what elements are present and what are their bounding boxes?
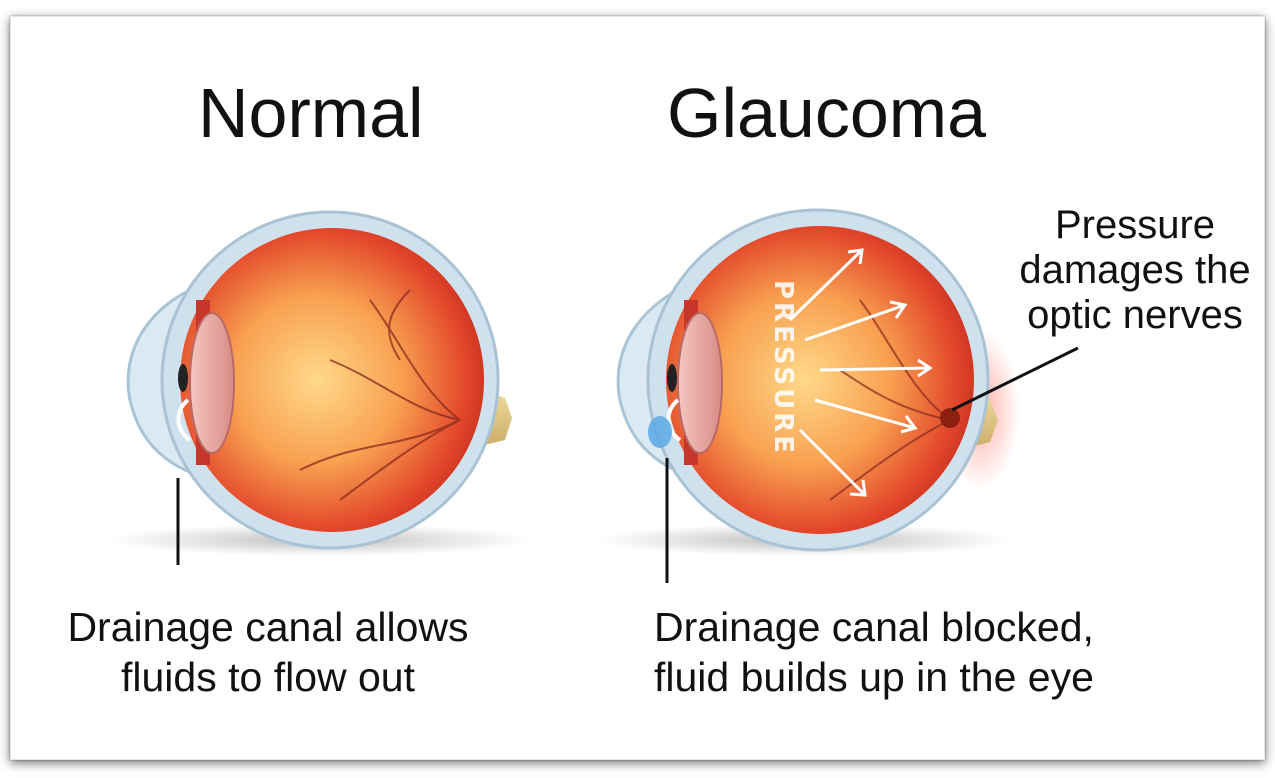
normal-caption-line-1: Drainage canal allows bbox=[28, 602, 508, 652]
pressure-note-line-2: damages the bbox=[1000, 248, 1270, 293]
normal-title: Normal bbox=[198, 78, 424, 148]
drainage-blockage bbox=[648, 416, 672, 448]
pressure-note: Pressure damages the optic nerves bbox=[1000, 203, 1270, 338]
normal-lens bbox=[190, 313, 234, 453]
glaucoma-caption-line-1: Drainage canal blocked, bbox=[654, 602, 1194, 652]
glaucoma-caption: Drainage canal blocked, fluid builds up … bbox=[654, 602, 1194, 702]
normal-pupil bbox=[178, 364, 188, 392]
glaucoma-caption-line-2: fluid builds up in the eye bbox=[654, 652, 1194, 702]
normal-eye bbox=[110, 212, 530, 565]
pressure-note-line-1: Pressure bbox=[1000, 203, 1270, 248]
normal-caption: Drainage canal allows fluids to flow out bbox=[28, 602, 508, 702]
damaged-optic-disc bbox=[940, 408, 960, 428]
glaucoma-lens bbox=[678, 313, 722, 453]
glaucoma-title: Glaucoma bbox=[667, 78, 986, 148]
normal-caption-line-2: fluids to flow out bbox=[28, 652, 508, 702]
pressure-note-line-3: optic nerves bbox=[1000, 293, 1270, 338]
glaucoma-pupil bbox=[667, 364, 677, 392]
pressure-word: PRESSURE bbox=[768, 280, 798, 456]
